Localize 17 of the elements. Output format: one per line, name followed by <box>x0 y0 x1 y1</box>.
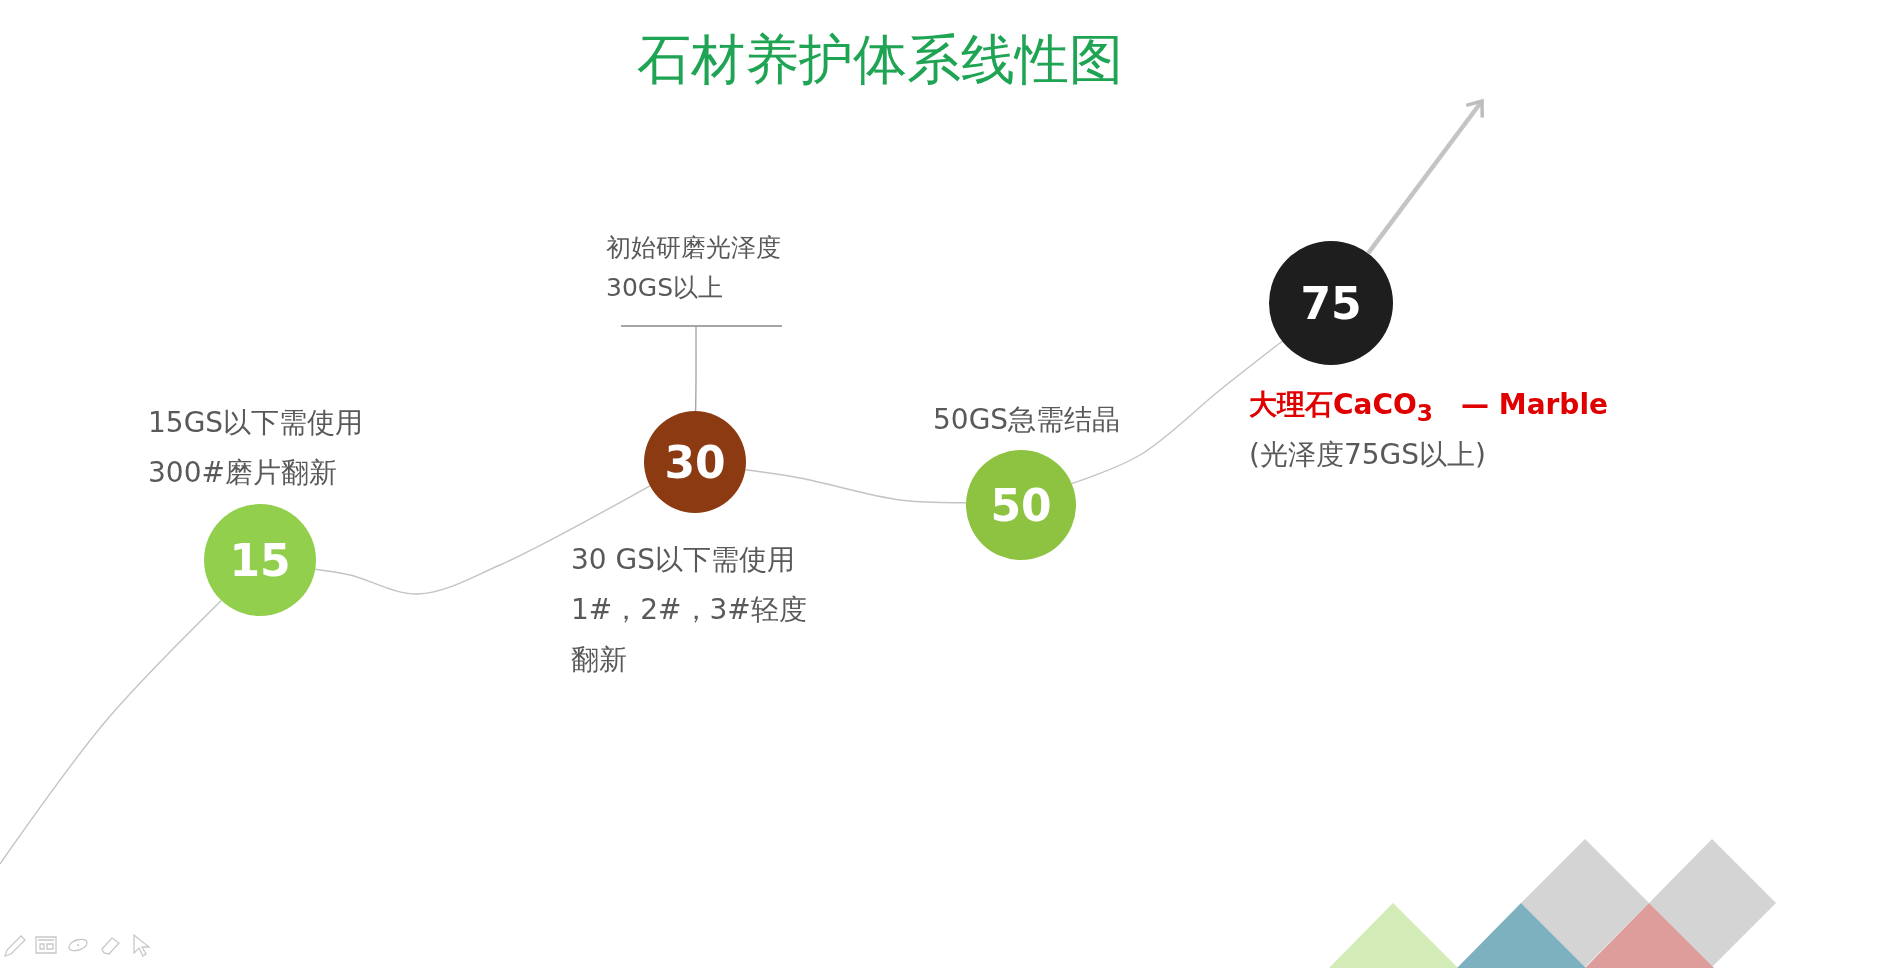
arrow <box>1366 99 1484 255</box>
node-note: (光泽度75GS以上) <box>1249 437 1487 473</box>
value-circle: 15 <box>204 504 316 616</box>
value-circle: 50 <box>966 450 1076 560</box>
node-note: 50GS急需结晶 <box>933 402 1122 438</box>
curve-line <box>744 469 967 504</box>
callout-text: 初始研磨光泽度30GS以上 <box>606 228 786 326</box>
curve-line <box>314 485 651 595</box>
node-note: 大理石CaCO$_{3}$ — Marble <box>1249 387 1609 429</box>
node-note: 30 GS以下需使用1#，2#，3#轻度翻新 <box>571 542 808 678</box>
value-circle: 30 <box>644 411 746 513</box>
node-note: 15GS以下需使用300#磨片翻新 <box>148 405 365 491</box>
value-circle: 75 <box>1269 241 1393 365</box>
curve-line <box>0 599 222 865</box>
diagram-title: 石材养护体系线性图 <box>637 27 1123 93</box>
curve-line <box>1071 340 1283 485</box>
leader-line <box>694 325 697 412</box>
